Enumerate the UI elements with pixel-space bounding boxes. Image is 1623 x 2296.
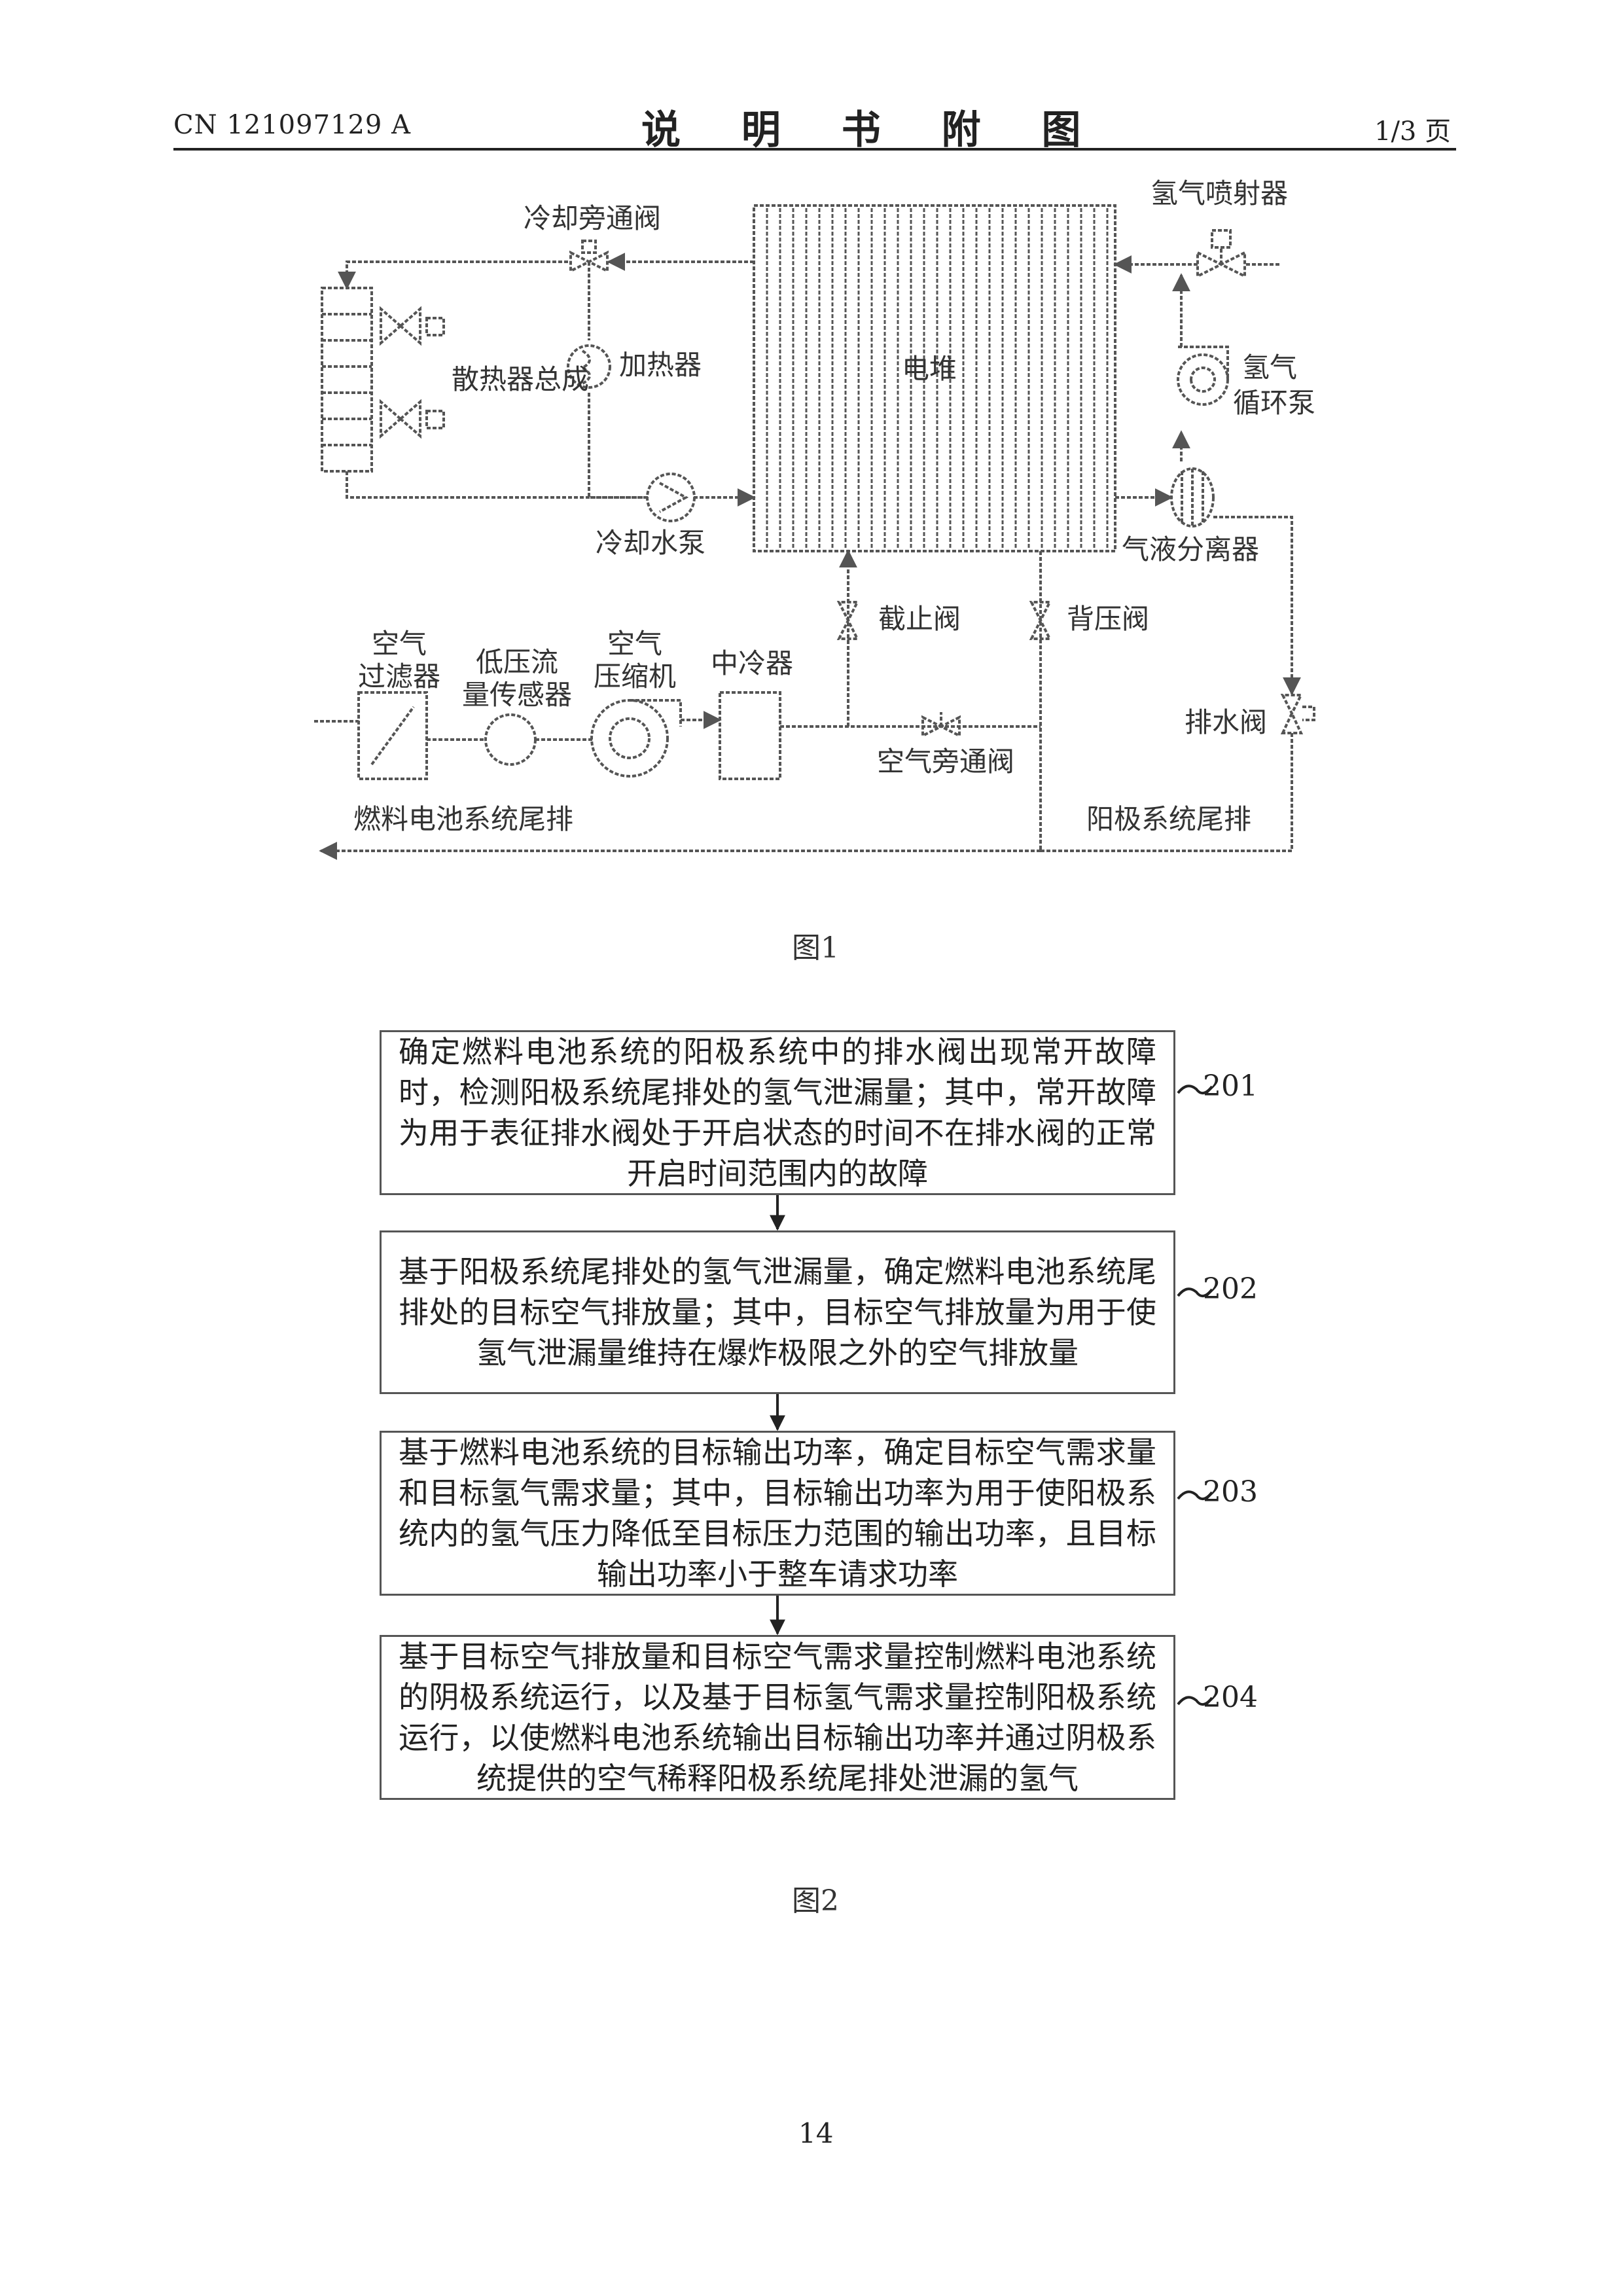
label-air-filter-2: 过滤器 <box>347 661 452 692</box>
label-air-compressor-2: 压缩机 <box>589 661 681 692</box>
label-radiator-assembly: 散热器总成 <box>452 364 589 395</box>
label-drain-valve: 排水阀 <box>1185 707 1267 738</box>
label-heater: 加热器 <box>619 350 702 381</box>
flowchart-connectors <box>0 1021 1623 1820</box>
label-hydrogen-recirc-pump-2: 循环泵 <box>1233 387 1315 419</box>
step-number-203: 203 <box>1203 1475 1258 1509</box>
fuel-cell-system-diagram <box>0 0 1623 916</box>
label-cooling-pump: 冷却水泵 <box>596 528 705 559</box>
label-intercooler: 中冷器 <box>711 648 793 679</box>
label-air-compressor-1: 空气 <box>602 628 668 660</box>
flow-sensor-icon <box>486 715 535 764</box>
step-number-201: 201 <box>1203 1069 1258 1103</box>
intercooler-icon <box>720 692 780 779</box>
pipe-radiator-to-pump <box>347 471 648 497</box>
step-number-202: 202 <box>1203 1272 1258 1306</box>
fan-upper-icon <box>381 309 420 343</box>
figure-1-caption: 图1 <box>792 924 839 966</box>
label-cooling-bypass-valve: 冷却旁通阀 <box>524 203 661 234</box>
cooling-bypass-valve-icon <box>571 253 607 275</box>
label-hydrogen-injector: 氢气喷射器 <box>1150 178 1288 209</box>
label-shutoff-valve: 截止阀 <box>878 603 961 635</box>
label-air-bypass-valve: 空气旁通阀 <box>877 746 1014 778</box>
label-flow-sensor-2: 量传感器 <box>452 679 582 711</box>
page-number: 14 <box>798 2117 833 2149</box>
label-system-exhaust: 燃料电池系统尾排 <box>353 804 573 835</box>
label-stack: 电堆 <box>902 353 957 385</box>
step-number-204: 204 <box>1203 1681 1258 1714</box>
label-air-filter-1: 空气 <box>366 628 432 660</box>
figure-2-caption: 图2 <box>792 1877 839 1919</box>
air-bypass-valve-icon <box>923 712 959 736</box>
fan-lower-icon <box>381 402 420 436</box>
label-anode-exhaust: 阳极系统尾排 <box>1086 804 1251 835</box>
drain-valve-icon <box>1283 695 1301 733</box>
air-compressor-icon <box>592 700 668 776</box>
pipe-bypass-to-radiator <box>347 262 568 288</box>
hydrogen-recirc-pump-icon <box>1178 355 1228 404</box>
pipe-heater-to-pump <box>589 393 648 497</box>
label-flow-sensor-1: 低压流 <box>465 647 569 678</box>
label-gas-liquid-separator: 气液分离器 <box>1122 534 1259 565</box>
label-hydrogen-recirc-pump-1: 氢气 <box>1242 352 1297 384</box>
hydrogen-injector-icon <box>1198 247 1245 276</box>
label-back-pressure-valve: 背压阀 <box>1067 603 1149 635</box>
